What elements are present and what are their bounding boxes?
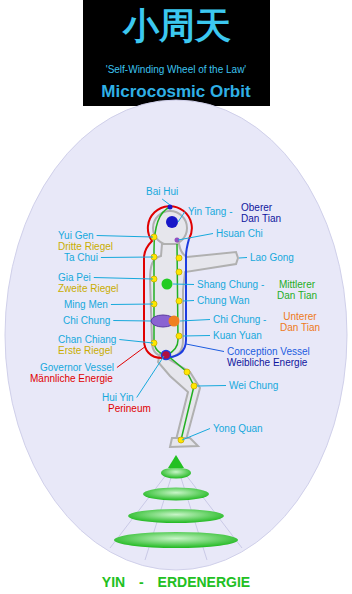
leader-line [111, 304, 153, 306]
upper-dan-tian-dot [166, 216, 178, 228]
leader-line [180, 320, 210, 322]
leader-line [178, 212, 185, 223]
leader-line [101, 257, 153, 259]
footer-label: YIN - ERDENERGIE [0, 574, 352, 591]
acupoint-dot [176, 269, 182, 275]
point-label: Hsuan Chi [216, 228, 263, 239]
point-label: Bai Hui [146, 186, 178, 197]
dan-tian-label: Mittlerer Dan Tian [270, 279, 324, 301]
leader-line [173, 284, 194, 286]
point-label: Chung Wan [197, 295, 249, 306]
point-label: Chan Chiang [58, 334, 116, 345]
acupoint-dot [191, 383, 197, 389]
point-label: Hui Yin [102, 392, 134, 403]
leader-line [117, 346, 146, 368]
point-label: Perineum [108, 403, 151, 414]
leader-line [137, 356, 164, 398]
earth-cone [168, 455, 184, 468]
acupoint-dot [176, 333, 182, 339]
leader-line [178, 234, 213, 241]
point-label: Ming Men [64, 299, 108, 310]
leader-line [113, 320, 151, 322]
leader-line [94, 278, 153, 280]
leader-line [183, 300, 194, 302]
point-label: Shang Chung - [197, 279, 264, 290]
dan-tian-label: Unterer Dan Tian [276, 311, 324, 333]
acupoint-dot [176, 298, 182, 304]
governor-vessel-line [144, 206, 192, 358]
riegel-label: Erste Riegel [58, 345, 112, 356]
leader-line [183, 335, 210, 337]
point-label: Kuan Yuan [213, 330, 262, 341]
riegel-label: Dritte Riegel [58, 241, 113, 252]
figure-head [153, 211, 187, 245]
middle-dan-tian-dot [162, 279, 173, 290]
earth-disc [143, 488, 209, 501]
leader-line [239, 257, 247, 259]
point-label: Yui Gen [58, 230, 94, 241]
point-label: Wei Chung [229, 380, 278, 391]
point-label: Lao Gong [250, 252, 294, 263]
acupoint-dot [176, 255, 182, 261]
point-label: Chi Chung - [213, 314, 266, 325]
leader-line [119, 340, 153, 344]
riegel-label: Zweite Riegel [58, 283, 119, 294]
point-label: Yin Tang - [188, 206, 232, 217]
aura-ellipse [5, 100, 347, 570]
point-label: Chi Chung [63, 315, 110, 326]
crown-dot [168, 205, 173, 210]
conception-vessel-line [162, 239, 189, 358]
point-label: Gia Pei [58, 272, 91, 283]
point-label: Ta Chui [64, 252, 98, 263]
lower-dan-tian-dot [169, 316, 180, 327]
energy-path [167, 355, 194, 440]
leader-line [162, 199, 170, 205]
earth-ray [110, 462, 242, 560]
title: 小周天 [83, 4, 270, 48]
leader-line [197, 385, 226, 387]
acupoint-dot [184, 369, 190, 375]
vessel-label: Governor Vessel [40, 362, 114, 373]
subtitle: 'Self-Winding Wheel of the Law' [0, 64, 352, 75]
figure-leg [158, 354, 200, 440]
earth-disc [161, 468, 191, 479]
vessel-label: Conception Vessel [227, 346, 310, 357]
leader-line [182, 429, 210, 441]
leader-line [97, 236, 153, 238]
subtitle: Microcosmic Orbit [0, 82, 352, 102]
earth-disc [114, 532, 238, 548]
vessel-label: Männliche Energie [30, 373, 113, 384]
point-label: Yong Quan [213, 423, 263, 434]
vessel-label: Weibliche Energie [227, 357, 307, 368]
earth-disc [128, 509, 224, 523]
leader-line [186, 344, 224, 352]
dan-tian-label: Oberer Dan Tian [241, 202, 287, 224]
